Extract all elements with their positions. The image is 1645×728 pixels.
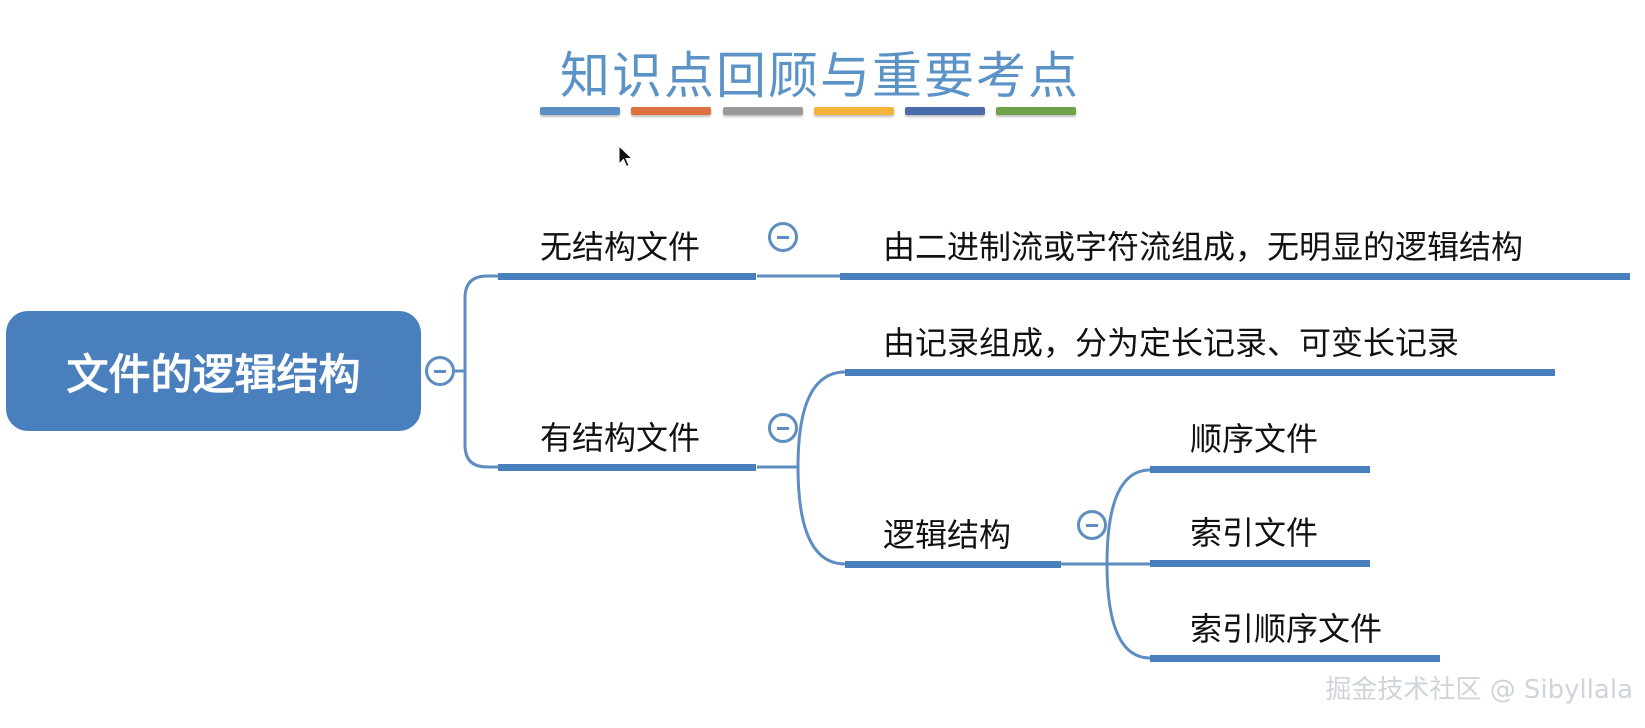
leaf-indexed-sequential-file[interactable]: 索引顺序文件 bbox=[1190, 610, 1383, 648]
root-node[interactable]: 文件的逻辑结构 bbox=[6, 311, 421, 431]
title-bar-3 bbox=[723, 107, 803, 115]
title-bar-2 bbox=[631, 107, 711, 115]
title-bar-6 bbox=[996, 107, 1076, 115]
leaf-sequential-file[interactable]: 顺序文件 bbox=[1190, 420, 1319, 458]
footer-watermark: 掘金技术社区 @ Sibyllala bbox=[1325, 675, 1633, 705]
node-structured-file-line bbox=[498, 464, 756, 471]
logical-structure-collapse-icon[interactable] bbox=[1077, 510, 1107, 540]
unstructured-description-line bbox=[840, 273, 1630, 280]
node-structured-file-label[interactable]: 有结构文件 bbox=[540, 419, 701, 457]
leaf-index-file[interactable]: 索引文件 bbox=[1190, 514, 1319, 552]
title-bar-1 bbox=[540, 107, 620, 115]
root-collapse-icon[interactable] bbox=[425, 356, 455, 386]
page-title: 知识点回顾与重要考点 bbox=[560, 47, 1080, 105]
title-bar-4 bbox=[814, 107, 894, 115]
structured-description[interactable]: 由记录组成，分为定长记录、可变长记录 bbox=[883, 324, 1460, 362]
leaf-index-file-line bbox=[1150, 560, 1370, 567]
node-logical-structure-line bbox=[845, 561, 1061, 568]
root-node-label: 文件的逻辑结构 bbox=[66, 349, 361, 399]
title-bar-5 bbox=[905, 107, 985, 115]
node-unstructured-file-line bbox=[498, 273, 756, 280]
leaf-indexed-sequential-file-line bbox=[1150, 655, 1440, 662]
node-unstructured-file-label[interactable]: 无结构文件 bbox=[540, 228, 701, 266]
leaf-sequential-file-line bbox=[1150, 466, 1370, 473]
node-logical-structure-label[interactable]: 逻辑结构 bbox=[883, 516, 1012, 554]
structured-description-line bbox=[845, 369, 1555, 376]
unstructured-collapse-icon[interactable] bbox=[768, 222, 798, 252]
unstructured-description[interactable]: 由二进制流或字符流组成，无明显的逻辑结构 bbox=[883, 228, 1524, 266]
mouse-pointer-icon bbox=[618, 145, 634, 168]
structured-collapse-icon[interactable] bbox=[768, 413, 798, 443]
